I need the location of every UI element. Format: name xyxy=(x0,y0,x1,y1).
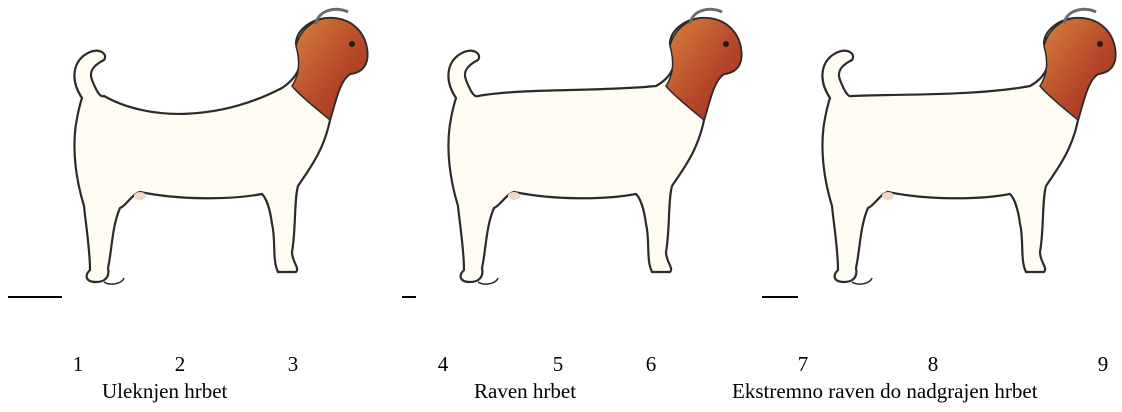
scale-number-6: 6 xyxy=(636,352,666,376)
goat-dipped-back-illustration xyxy=(0,0,374,310)
goat-panel-level-back: 4 5 6 Raven hrbet xyxy=(374,0,748,412)
caption-level-back: Raven hrbet xyxy=(474,377,576,405)
goat-udder xyxy=(134,192,146,200)
goat-high-back-illustration xyxy=(748,0,1122,310)
caption-dipped-back: Uleknjen hrbet xyxy=(102,377,227,405)
scale-number-1: 1 xyxy=(63,352,93,376)
goat-body xyxy=(822,9,1115,284)
scale-number-2: 2 xyxy=(165,352,195,376)
scale-number-9: 9 xyxy=(1088,352,1118,376)
caption-high-back: Ekstremno raven do nadgrajen hrbet xyxy=(732,377,1038,405)
goat-eye xyxy=(1097,41,1103,47)
goat-udder xyxy=(508,192,520,200)
goat-eye xyxy=(349,41,355,47)
goat-udder xyxy=(882,192,894,200)
scale-number-3: 3 xyxy=(278,352,308,376)
scale-number-4: 4 xyxy=(428,352,458,376)
scale-number-8: 8 xyxy=(918,352,948,376)
goat-panel-dipped-back: 1 2 3 Uleknjen hrbet xyxy=(0,0,374,412)
scale-number-5: 5 xyxy=(543,352,573,376)
goat-level-back-illustration xyxy=(374,0,748,310)
goat-eye xyxy=(723,41,729,47)
goat-body xyxy=(448,9,741,284)
goat-body xyxy=(74,9,367,284)
scale-number-7: 7 xyxy=(788,352,818,376)
goat-panel-high-back: 7 8 9 Ekstremno raven do nadgrajen hrbet xyxy=(748,0,1122,412)
